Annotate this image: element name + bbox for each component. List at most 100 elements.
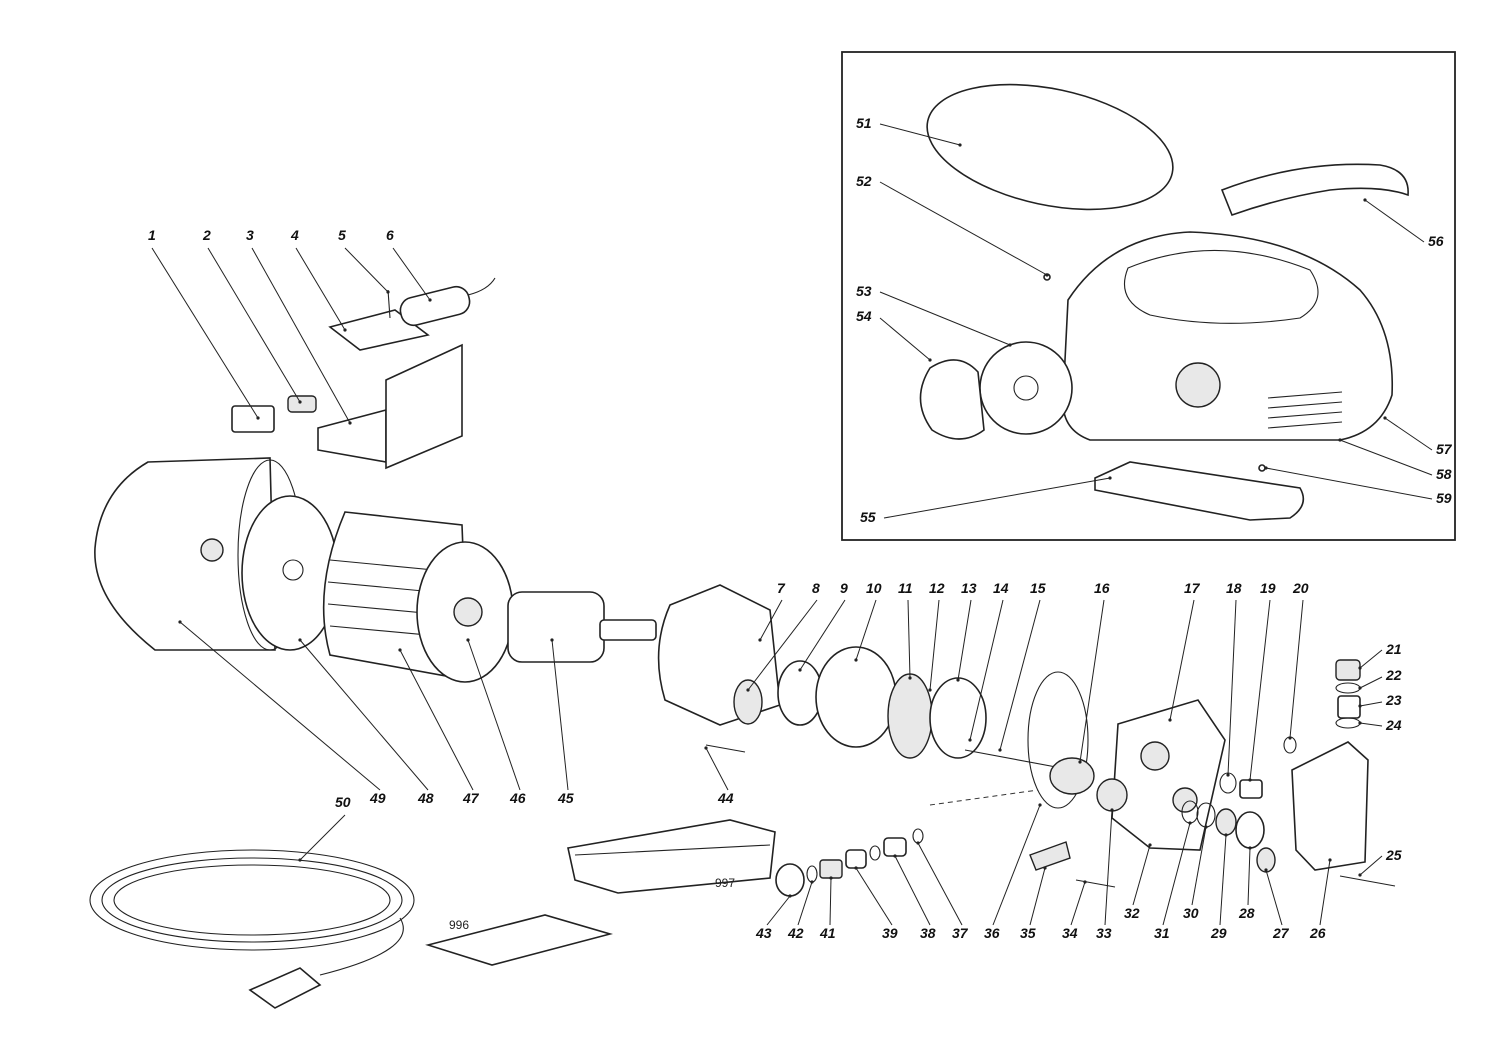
leader-dot-42 (810, 880, 814, 884)
part-34-bolt (1075, 879, 1116, 888)
part-6-cable (467, 277, 496, 296)
leader-57 (1384, 417, 1433, 451)
leader-dot-29 (1224, 833, 1228, 837)
leader-dot-17 (1168, 718, 1172, 722)
part-label-41: 41 (819, 925, 836, 941)
part-5-screw (387, 289, 391, 319)
part-label-17: 17 (1184, 580, 1201, 596)
part-43-nut (775, 863, 805, 897)
part-22-o-ring (1335, 682, 1361, 694)
leader-19 (1249, 599, 1271, 781)
leader-dot-20 (1288, 736, 1292, 740)
part-24-o-ring (1335, 717, 1361, 729)
leader-dot-5 (386, 290, 390, 294)
leader-7 (759, 599, 783, 641)
leader-dot-15 (998, 748, 1002, 752)
housing-window (1124, 249, 1319, 324)
part-label-12: 12 (929, 580, 945, 596)
part-label-5: 5 (338, 227, 346, 243)
leader-dot-57 (1383, 416, 1387, 420)
leader-21 (1359, 649, 1383, 669)
part-label-44: 44 (717, 790, 734, 806)
leader-52 (879, 181, 1048, 276)
part-label-22: 22 (1385, 667, 1402, 683)
leader-38 (894, 855, 931, 926)
part-label-56: 56 (1428, 233, 1444, 249)
housing-port (1175, 362, 1221, 408)
leader-dot-6 (428, 298, 432, 302)
leader-53 (879, 291, 1011, 346)
part-label-39: 39 (882, 925, 898, 941)
leader-dot-38 (893, 854, 897, 858)
leader-24 (1359, 722, 1383, 727)
leader-dot-44 (704, 746, 708, 750)
leader-dot-58 (1338, 438, 1342, 442)
part-37-o-ring (912, 828, 924, 844)
leader-dot-25 (1358, 873, 1362, 877)
leader-34 (1070, 881, 1086, 926)
part-35-nozzle (1029, 841, 1071, 871)
part-57-main-housing (1062, 231, 1394, 441)
part-11-spring (887, 673, 933, 759)
leader-12 (929, 599, 940, 691)
leader-dot-45 (550, 638, 554, 642)
leader-15 (999, 599, 1041, 751)
doc-997-box (567, 819, 776, 894)
part-label-53: 53 (856, 283, 872, 299)
leader-49 (179, 621, 381, 791)
part-29-seal (1215, 808, 1237, 836)
part-label-52: 52 (856, 173, 872, 189)
leader-dot-9 (798, 668, 802, 672)
part-48-fan-hub (282, 559, 304, 581)
part-39-piston (845, 849, 867, 869)
part-21-cap (1335, 659, 1361, 681)
part-59-screw (1258, 464, 1266, 472)
leader-1 (151, 247, 259, 419)
leader-27 (1265, 869, 1283, 926)
part-49-fan-cover (94, 457, 276, 651)
leader-dot-46 (466, 638, 470, 642)
leader-dot-13 (956, 678, 960, 682)
part-label-7: 7 (777, 580, 786, 596)
leader-dot-2 (298, 400, 302, 404)
leader-dot-52 (1045, 273, 1049, 277)
leader-59 (1265, 467, 1433, 500)
rotor-shaft (599, 619, 657, 641)
part-label-38: 38 (920, 925, 936, 941)
part-27-plug (1256, 847, 1276, 873)
leader-dot-37 (916, 841, 920, 845)
leader-28 (1247, 847, 1251, 906)
leader-dot-34 (1083, 880, 1087, 884)
leader-dot-59 (1264, 466, 1268, 470)
part-label-48: 48 (417, 790, 434, 806)
part-49-center-ring (200, 538, 224, 562)
leader-43 (766, 895, 791, 926)
part-45-rotor (507, 591, 605, 663)
leader-6 (392, 247, 431, 301)
part-3-box (317, 408, 387, 463)
leader-dot-4 (343, 328, 347, 332)
part-label-43: 43 (755, 925, 772, 941)
leader-dot-16 (1078, 760, 1082, 764)
leader-dot-24 (1358, 721, 1362, 725)
leader-36 (992, 804, 1041, 926)
leader-35 (1029, 867, 1046, 926)
part-56-handle (1220, 163, 1409, 217)
part-label-6: 6 (386, 227, 394, 243)
part-50-hose-outer (89, 849, 415, 951)
part-41-spring (819, 859, 843, 879)
leader-dot-43 (788, 894, 792, 898)
leader-4 (295, 247, 346, 331)
part-label-50: 50 (335, 794, 351, 810)
part-label-42: 42 (787, 925, 804, 941)
part-label-33: 33 (1096, 925, 1112, 941)
part-label-8: 8 (812, 580, 820, 596)
leader-17 (1169, 599, 1195, 721)
part-23-valve (1337, 695, 1361, 719)
leader-dot-50 (298, 858, 302, 862)
leader-20 (1289, 599, 1304, 739)
leader-dot-8 (746, 688, 750, 692)
leader-dot-51 (958, 143, 962, 147)
part-25-bolt (1339, 875, 1396, 887)
